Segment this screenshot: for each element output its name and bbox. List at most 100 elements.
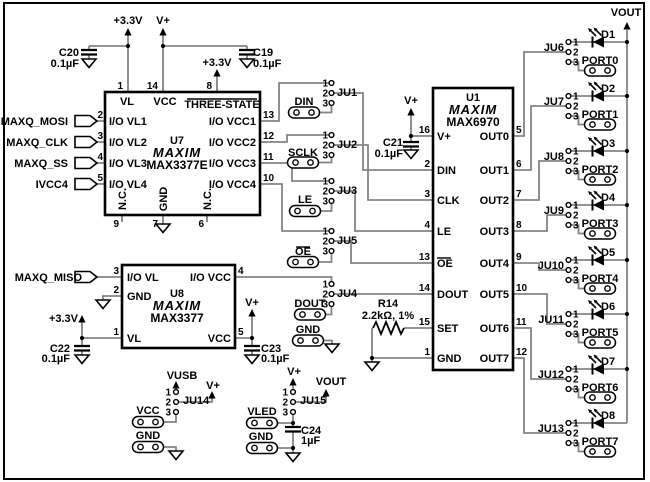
jumper-pin-number: 3 [322,300,328,311]
maxim-logo: MAXIM [153,298,202,313]
pin-label: I/O VL2 [109,137,147,149]
pin-label: DIN [437,165,456,177]
jumper-pin-number: 2 [322,89,328,100]
net-label-vplus: V+ [404,95,418,107]
jumper-pins [328,280,335,308]
cap-ref: C20 [59,47,79,59]
jumper-pin-number: 1 [322,79,328,90]
pin-number: 12 [263,131,275,142]
wire-port-testpoints [570,61,585,453]
testpoint-label-port: PORT1 [582,109,619,121]
pin-number: 10 [516,283,528,294]
wire-r14 [371,327,433,362]
jumper-pin-number: 2 [322,290,328,301]
jumper-ju3: JU3 1 2 3 LE [288,177,357,218]
wire-jumpers-to-u1 [334,92,433,295]
jumper-label: JU4 [337,288,358,300]
pin-label: OUT6 [480,323,509,335]
led-refdes: D7 [601,356,615,368]
pin-label: VL [127,333,141,345]
pin-number: 3 [113,266,119,277]
pin-label: CLK [437,195,460,207]
jumper-pin-number: 2 [573,266,579,277]
jumper-pin-number: 2 [573,157,579,168]
wire-ju4-gnd-tp [323,339,333,344]
pin-label: OUT1 [480,165,509,177]
jumper-pin-number: 3 [282,408,288,419]
jumper-pins [565,38,572,66]
pin-number: 4 [424,220,430,231]
net-label-vplus: V+ [156,15,170,27]
net-label-vplus: V+ [245,297,259,309]
jumper-label: JU12 [538,369,564,381]
pin-label: GND [437,353,462,365]
jumper-pin-number: 1 [322,280,328,291]
junction-dots [79,39,630,451]
ic-part-number: MAX3377E [146,158,207,172]
testpoint-label-dout: DOUT [294,298,325,310]
led-refdes: D4 [601,192,616,204]
testpoint-label-gnd: GND [249,431,274,443]
testpoint-label-gnd: GND [136,430,161,442]
capacitor-c23: V+ C23 0.1µF [245,297,290,365]
pin-number: 5 [97,173,103,184]
jumper-pin-number: 2 [322,141,328,152]
pin-label: GND [127,291,152,303]
pin-number: 12 [516,347,528,358]
pin-number: 3 [97,131,103,142]
testpoint-label-port: PORT4 [582,273,620,285]
jumper-label: JU6 [544,42,564,54]
led-refdes: D6 [601,301,615,313]
pin-number: 2 [424,159,430,170]
pin-label-gnd: GND [158,187,170,212]
jumper-pins [289,388,297,416]
maxim-logo: MAXIM [449,102,498,117]
pin-number: 6 [516,159,522,170]
capacitor-c20: C20 0.1µF [51,47,80,70]
net-label-vout: VOUT [316,376,347,388]
testpoint-label-port: PORT7 [582,436,619,448]
led-block-7: JU13 1 2 3 D8 PORT7 [538,407,619,458]
capacitor-c21: V+ C21 0.1µF [375,95,418,160]
jumper-pin-number: 3 [322,99,328,110]
pin-label-nc: N.C. [117,188,129,210]
testpoint-label-din: DIN [295,96,314,108]
input-label-mosi: MAXQ_MOSI [1,116,68,128]
jumper-pin-number: 2 [573,211,579,222]
jumper-pins [328,177,335,205]
pin-number: 5 [516,125,522,136]
testpoint-oval [291,334,325,347]
jumper-pins [565,147,572,175]
pin-label-vcc: VCC [153,96,176,108]
wire-u1-outputs [513,51,566,434]
testpoint-label-vled: VLED [247,406,276,418]
wire-ju14 [163,388,213,451]
ic-u1-box [431,86,515,372]
pin-number: 14 [419,283,431,294]
pin-number: 2 [97,110,103,121]
pin-number: 8 [206,81,212,92]
jumper-pin-number: 3 [573,221,579,232]
jumper-pins [565,310,572,338]
jumper-label: JU5 [337,235,357,247]
jumper-pin-number: 3 [573,167,579,178]
jumper-pin-number: 3 [573,276,579,287]
jumper-pin-number: 1 [322,131,328,142]
pin-number: 10 [263,173,275,184]
net-label-vusb: VUSB [167,370,198,382]
jumper-pin-number: 2 [322,187,328,198]
pin-label: I/O VCC4 [209,179,257,191]
jumper-pin-number: 2 [573,102,579,113]
resistor-r14-symbol [372,319,405,337]
testpoint-oval [293,308,327,321]
jumper-pins [172,388,180,416]
capacitor-c22: +3.3V C22 0.1µF [42,313,79,365]
led-refdes: D8 [601,410,615,422]
jumper-pin-number: 1 [165,388,171,399]
pin-number: 6 [198,219,204,230]
pin-number: 11 [263,152,274,163]
pin-number: 1 [117,81,123,92]
wire-inputs [97,120,122,278]
pin-number: 14 [147,81,159,92]
pin-label: OUT0 [480,131,509,143]
